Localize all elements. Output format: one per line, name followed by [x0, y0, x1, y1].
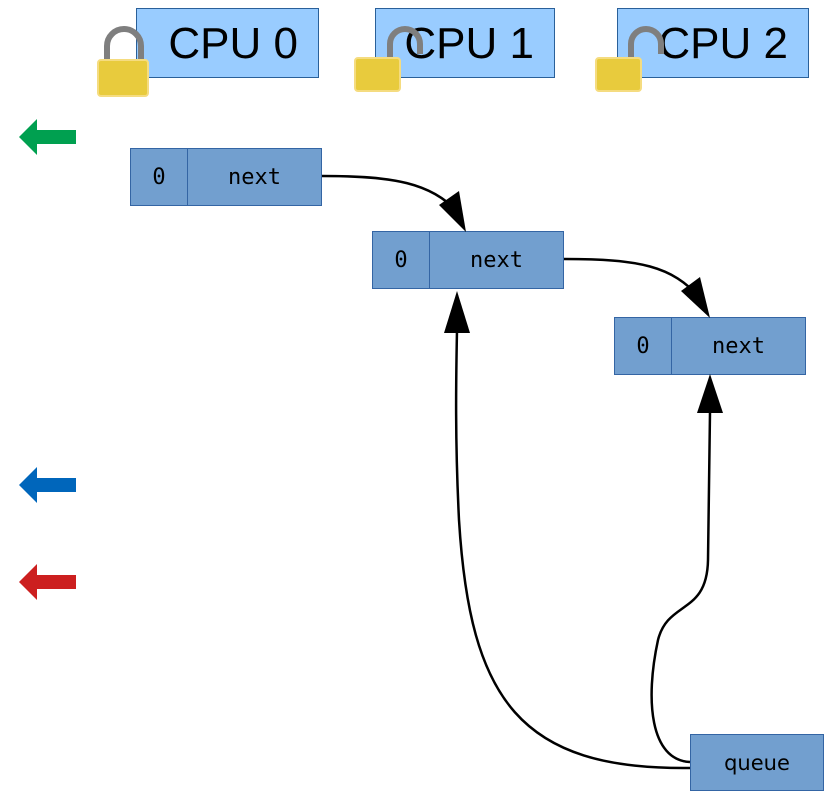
queue-pointer-to-node2	[454, 329, 691, 770]
node-2-value: 0	[373, 232, 430, 288]
lock-unlocked-icon	[595, 26, 664, 92]
arrowhead-queue-node3	[697, 374, 723, 413]
queue-pointer-to-node3	[650, 411, 712, 764]
list-node-2: 0 next	[372, 231, 564, 289]
green-arrow-icon	[19, 119, 76, 155]
cpu-2-box: CPU 2	[617, 8, 809, 78]
arrowhead-node2	[439, 191, 466, 232]
list-node-3: 0 next	[614, 317, 806, 375]
cpu-2-label: CPU 2	[658, 19, 788, 68]
arrowhead-node3	[681, 277, 710, 318]
node-1-value: 0	[131, 149, 188, 205]
lock-locked-icon	[97, 26, 149, 97]
next-pointer-node1-to-node2	[321, 174, 459, 213]
queue-box: queue	[690, 734, 824, 791]
next-pointer-node2-to-node3	[563, 257, 701, 299]
red-arrow-icon	[19, 564, 76, 600]
arrowhead-queue-node2	[444, 291, 470, 333]
node-3-next-field: next	[712, 333, 765, 359]
blue-arrow-icon	[19, 467, 76, 503]
node-1-next-field: next	[228, 164, 281, 190]
cpu-0-box: CPU 0	[136, 8, 319, 78]
node-2-next-field: next	[470, 247, 523, 273]
cpu-1-box: CPU 1	[375, 8, 555, 78]
cpu-1-label: CPU 1	[404, 19, 534, 68]
node-3-value: 0	[615, 318, 672, 374]
cpu-0-label: CPU 0	[168, 19, 298, 68]
list-node-1: 0 next	[130, 148, 322, 206]
queue-label: queue	[724, 750, 790, 775]
lock-unlocked-icon	[354, 26, 423, 92]
